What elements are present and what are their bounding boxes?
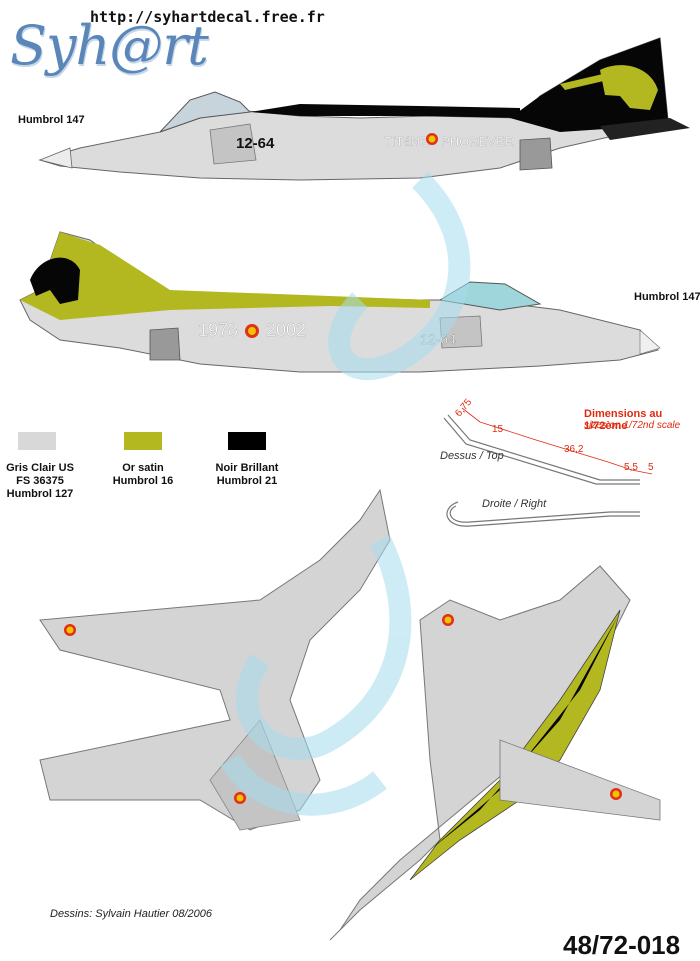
swatch-light-gray	[18, 432, 56, 450]
sheet-reference: 48/72-018	[563, 930, 681, 960]
dim-value-2: 15	[492, 424, 504, 435]
dimensions-title: Dimensions au 1/72ème	[584, 408, 663, 432]
site-url[interactable]: http://syhartdecal.free.fr	[90, 8, 325, 26]
probe-drawing-top	[443, 414, 640, 485]
view-label-right: Droite / Right	[482, 498, 547, 510]
drawing-credit: Dessins: Sylvain Hautier 08/2006	[50, 908, 213, 920]
dimensions-subtitle: sizes on 1/72nd scale	[584, 420, 681, 431]
year-left: 1978	[198, 320, 238, 340]
probe-drawing-right	[446, 501, 640, 527]
year-right: 2002	[266, 320, 306, 340]
swatch-gold	[124, 432, 162, 450]
nose-paint-callout-top: Humbrol 147	[18, 114, 85, 126]
dimension-lines	[461, 407, 653, 475]
underside-view	[39, 488, 391, 831]
swatch-black	[228, 432, 266, 450]
dim-value-5: 5	[648, 462, 654, 473]
side-view-left: 12-64 TITáNES PHOREVER	[38, 37, 690, 181]
nose-paint-callout-bottom: Humbrol 147	[634, 291, 700, 303]
logo-text: Syh@rt	[10, 14, 209, 77]
watermark	[220, 172, 471, 816]
tail-text-top: TITáNES PHOREVER	[384, 134, 514, 149]
side-code-top: 12-64	[236, 135, 275, 152]
dim-value-4: 5,5	[624, 462, 638, 473]
top-view	[329, 565, 661, 941]
view-label-top: Dessus / Top	[440, 450, 504, 462]
dim-value-3: 36,2	[564, 444, 584, 455]
